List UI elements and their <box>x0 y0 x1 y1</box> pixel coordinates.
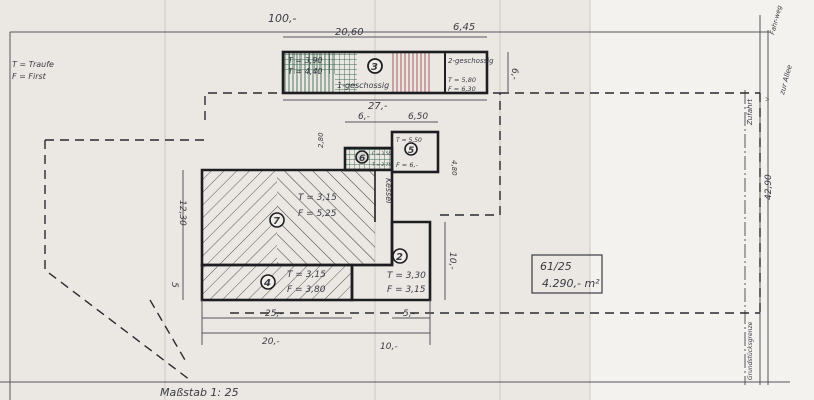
diagonal-dashed <box>149 299 186 361</box>
dim-6-45: 6,45 <box>453 22 475 33</box>
note-road: Zufahrt <box>746 99 754 126</box>
building-3-note: 1-geschossig <box>337 81 389 90</box>
building-4: 4 T = 3,15 F = 3,80 <box>200 263 354 302</box>
building-4-eaves: T = 3,15 <box>287 270 326 280</box>
building-7-note: Kessel <box>384 178 393 204</box>
building-2-ridge: F = 3,15 <box>387 285 426 295</box>
parcel-number: 61/25 <box>540 260 572 273</box>
building-3-ridge: T = 4,40 <box>288 67 323 76</box>
building-5-ridge: F = 6,- <box>396 161 419 169</box>
parcel-box: 61/25 4.290,- m² <box>531 254 603 294</box>
dimension-lines <box>182 36 509 345</box>
building-6-ridge: T = 2,75 <box>372 162 392 168</box>
building-7-eaves: T = 3,15 <box>298 193 337 203</box>
building-3-annex-eaves: T = 5,80 <box>448 76 476 84</box>
dim-20-60: 20,60 <box>335 27 364 38</box>
scale-label: Maßstab 1: 25 <box>160 386 239 399</box>
dim-6-50: 6,50 <box>408 112 428 122</box>
building-3-eaves: T = 3,90 <box>288 56 323 65</box>
building-3-annex-ridge: F = 6,30 <box>448 85 476 93</box>
parcel-area: 4.290,- m² <box>542 277 600 290</box>
overall-depth-label: 42,90 <box>764 174 774 200</box>
dim-12-30: 12,30 <box>177 200 187 226</box>
overall-width-label: 100,- <box>268 12 296 25</box>
north-arrow-marks: > <box>765 95 770 104</box>
building-2-eaves: T = 3,30 <box>387 271 426 281</box>
dim-5-vertical: 5 <box>169 282 179 288</box>
dim-2-80: 2,80 <box>317 132 325 148</box>
building-7-ridge: F = 5,25 <box>298 209 337 219</box>
building-7: 7 T = 3,15 F = 5,25 Kessel <box>200 168 394 267</box>
building-3: 3 T = 3,90 T = 4,40 1-geschossig 2-gesch… <box>281 50 494 95</box>
building-3-number: 3 <box>371 62 378 73</box>
building-5: 5 T = 5,50 F = 6,- <box>390 130 440 174</box>
dim-25: 25,- <box>265 309 283 319</box>
dim-20: 20,- <box>262 337 280 347</box>
building-6-eaves: F = 3,50 <box>372 151 391 157</box>
building-6-number: 6 <box>359 154 365 164</box>
building-4-number: 4 <box>263 278 271 289</box>
dim-4-80: 4,80 <box>450 160 458 176</box>
legend-eaves: T = Traufe <box>12 60 54 69</box>
legend-ridge: F = First <box>12 72 47 81</box>
dim-10: 10,- <box>380 342 398 352</box>
dim-6-vertical: 6,- <box>509 68 519 80</box>
building-6: 6 F = 3,50 T = 2,75 <box>343 146 394 172</box>
dim-10-vertical: 10,- <box>447 252 457 270</box>
building-3-annex-note: 2-geschossig <box>448 57 494 65</box>
building-2: 2 T = 3,30 F = 3,15 <box>350 220 432 302</box>
building-5-eaves: T = 5,50 <box>396 137 422 144</box>
building-4-ridge: F = 3,80 <box>287 285 326 295</box>
building-2-number: 2 <box>396 252 403 263</box>
note-bottom-right: Grundstücksgrenze <box>747 321 754 380</box>
paper-light-panel <box>590 0 814 400</box>
building-7-number: 7 <box>273 216 280 227</box>
building-line-dashed <box>44 92 761 381</box>
dim-27: 27,- <box>368 101 388 112</box>
building-5-number: 5 <box>408 146 414 156</box>
dim-6: 6,- <box>358 112 370 122</box>
dim-5: 5,- <box>403 309 415 319</box>
